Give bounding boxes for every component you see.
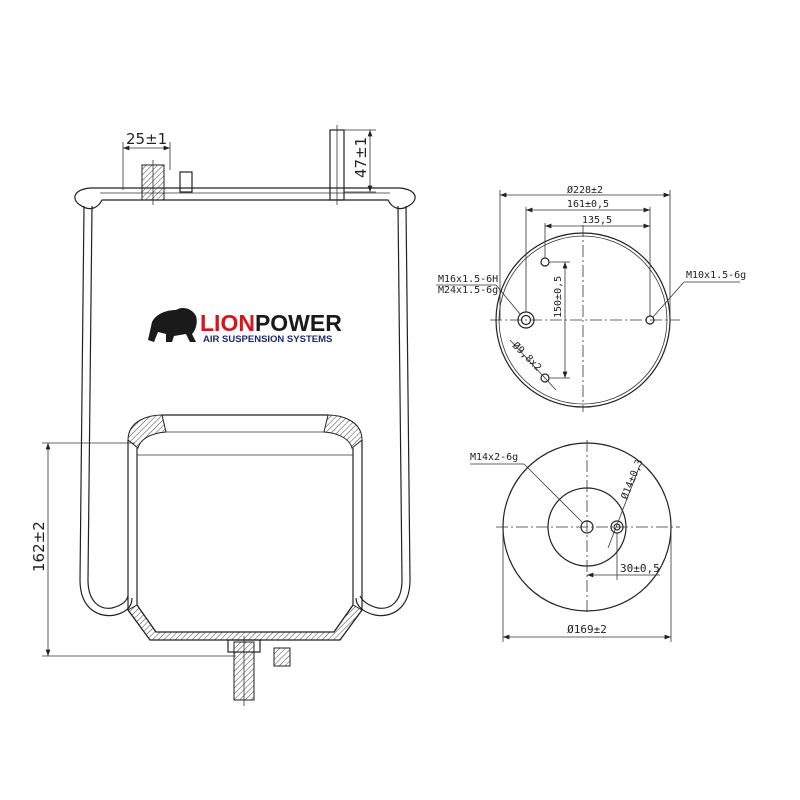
thread-m16-label: M16x1.5-6H <box>438 274 498 285</box>
dim-stud-label: 47±1 <box>352 137 370 178</box>
top-pin <box>179 171 193 193</box>
dim-150: 150±0,5 <box>553 276 564 318</box>
bottom-pin <box>273 647 291 667</box>
thread-m24-label: M24x1.5-6g <box>438 285 498 296</box>
logo-brand-black: POWER <box>255 310 342 336</box>
dim-width-label: 25±1 <box>126 130 167 148</box>
top-plate <box>74 187 416 210</box>
bottom-view: M14x2-6g Ø14±0,3 30±0,5 Ø169±2 <box>470 440 680 642</box>
dim-135: 135,5 <box>582 215 612 226</box>
lionpower-logo: LIONPOWER AIR SUSPENSION SYSTEMS <box>148 308 342 345</box>
logo-brand-red: LION <box>200 310 255 336</box>
dim-diameter-169: Ø169±2 <box>567 623 607 636</box>
dim-pin-diameter: Ø14±0,3 <box>619 458 646 502</box>
dim-161: 161±0,5 <box>567 199 609 210</box>
top-view: Ø228±2 161±0,5 135,5 150±0,5 Ø9,8x2 M16x… <box>436 184 746 412</box>
thread-m14-label: M14x2-6g <box>470 452 518 463</box>
thread-m10-label: M10x1.5-6g <box>686 270 746 281</box>
center-thread-hole <box>580 520 594 534</box>
piston-body <box>127 440 363 641</box>
bellows-left <box>79 205 133 617</box>
logo-tagline: AIR SUSPENSION SYSTEMS <box>203 334 332 345</box>
dim-offset: 30±0,5 <box>620 562 660 575</box>
side-view: 25±1 47±1 162±2 LIONPOWER AIR SUSPENSION… <box>30 125 416 706</box>
lion-logo-icon <box>148 308 197 342</box>
dim-height-label: 162±2 <box>30 521 48 572</box>
dim-diameter-228: Ø228±2 <box>567 184 603 196</box>
mount-hole <box>540 257 550 267</box>
bellows-right <box>355 205 411 617</box>
svg-text:LIONPOWER: LIONPOWER <box>200 310 342 336</box>
dim-hole-diameter: Ø9,8x2 <box>510 340 544 374</box>
